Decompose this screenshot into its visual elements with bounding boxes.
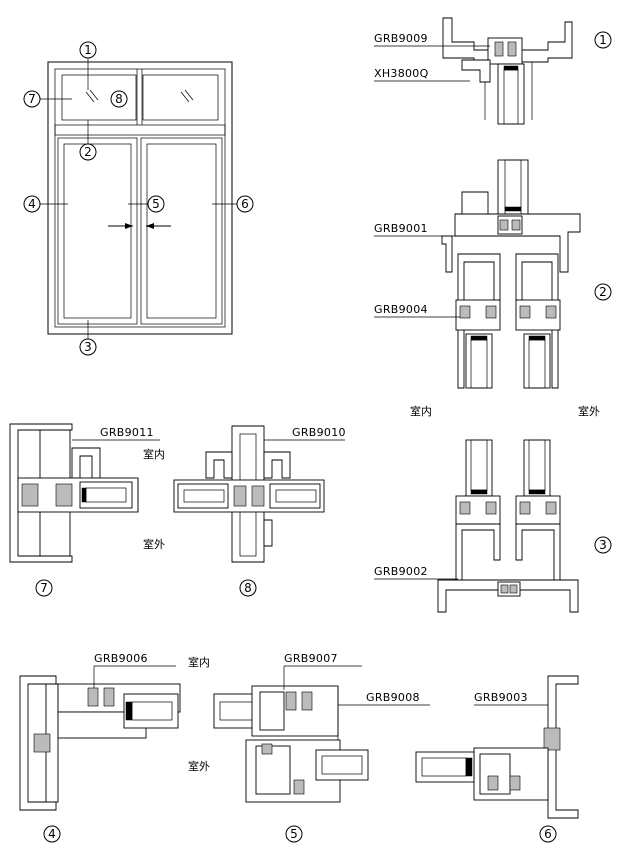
s8-label-grb9010: GRB9010 xyxy=(292,426,346,439)
section-2-transom: GRB9001 GRB9004 2 xyxy=(374,159,612,389)
s7-outdoor: 室外 xyxy=(143,537,165,551)
elev-callout-5: 5 xyxy=(152,197,160,211)
section-7-fixed-jamb: GRB9011 室内 室外 7 xyxy=(9,423,165,597)
s2-label-grb9004: GRB9004 xyxy=(374,303,428,316)
section-3-sill: 室内 室外 GRB9002 3 xyxy=(374,404,612,613)
section-5-interlock: GRB9007 GRB9008 室外 5 xyxy=(188,652,430,843)
s3-label-grb9002: GRB9002 xyxy=(374,565,428,578)
s1-label-grb9009: GRB9009 xyxy=(374,32,428,45)
s3-indoor: 室内 xyxy=(410,404,432,418)
elev-callout-7: 7 xyxy=(28,92,36,106)
s2-number: 2 xyxy=(599,285,607,299)
elev-callout-8: 8 xyxy=(115,92,123,106)
s6-number: 6 xyxy=(544,827,552,841)
section-4-sash-jamb: GRB9006 室内 4 xyxy=(19,652,210,843)
s5-number: 5 xyxy=(290,827,298,841)
s5-label-grb9008: GRB9008 xyxy=(366,691,420,704)
elev-callout-4: 4 xyxy=(28,197,36,211)
s8-number: 8 xyxy=(244,581,252,595)
s5-outdoor: 室外 xyxy=(188,759,210,773)
elev-callout-2: 2 xyxy=(84,145,92,159)
s4-number: 4 xyxy=(48,827,56,841)
s7-indoor: 室内 xyxy=(143,447,165,461)
s7-number: 7 xyxy=(40,581,48,595)
s1-number: 1 xyxy=(599,33,607,47)
section-6-jamb: GRB9003 6 xyxy=(415,675,579,843)
section-8-mullion: GRB9010 8 xyxy=(173,425,346,597)
elev-callout-3: 3 xyxy=(84,340,92,354)
window-elevation: 1 7 8 2 4 5 6 3 xyxy=(23,41,254,356)
elev-callout-6: 6 xyxy=(241,197,249,211)
s7-label-grb9011: GRB9011 xyxy=(100,426,154,439)
s3-outdoor: 室外 xyxy=(578,404,600,418)
s4-label-grb9006: GRB9006 xyxy=(94,652,148,665)
s4-indoor: 室内 xyxy=(188,655,210,669)
section-1-head: GRB9009 XH3800Q 1 xyxy=(374,17,612,125)
s6-label-grb9003: GRB9003 xyxy=(474,691,528,704)
s3-number: 3 xyxy=(599,538,607,552)
s2-label-grb9001: GRB9001 xyxy=(374,222,428,235)
elev-callout-1: 1 xyxy=(84,43,92,57)
s5-label-grb9007: GRB9007 xyxy=(284,652,338,665)
s1-label-xh3800q: XH3800Q xyxy=(374,67,429,80)
